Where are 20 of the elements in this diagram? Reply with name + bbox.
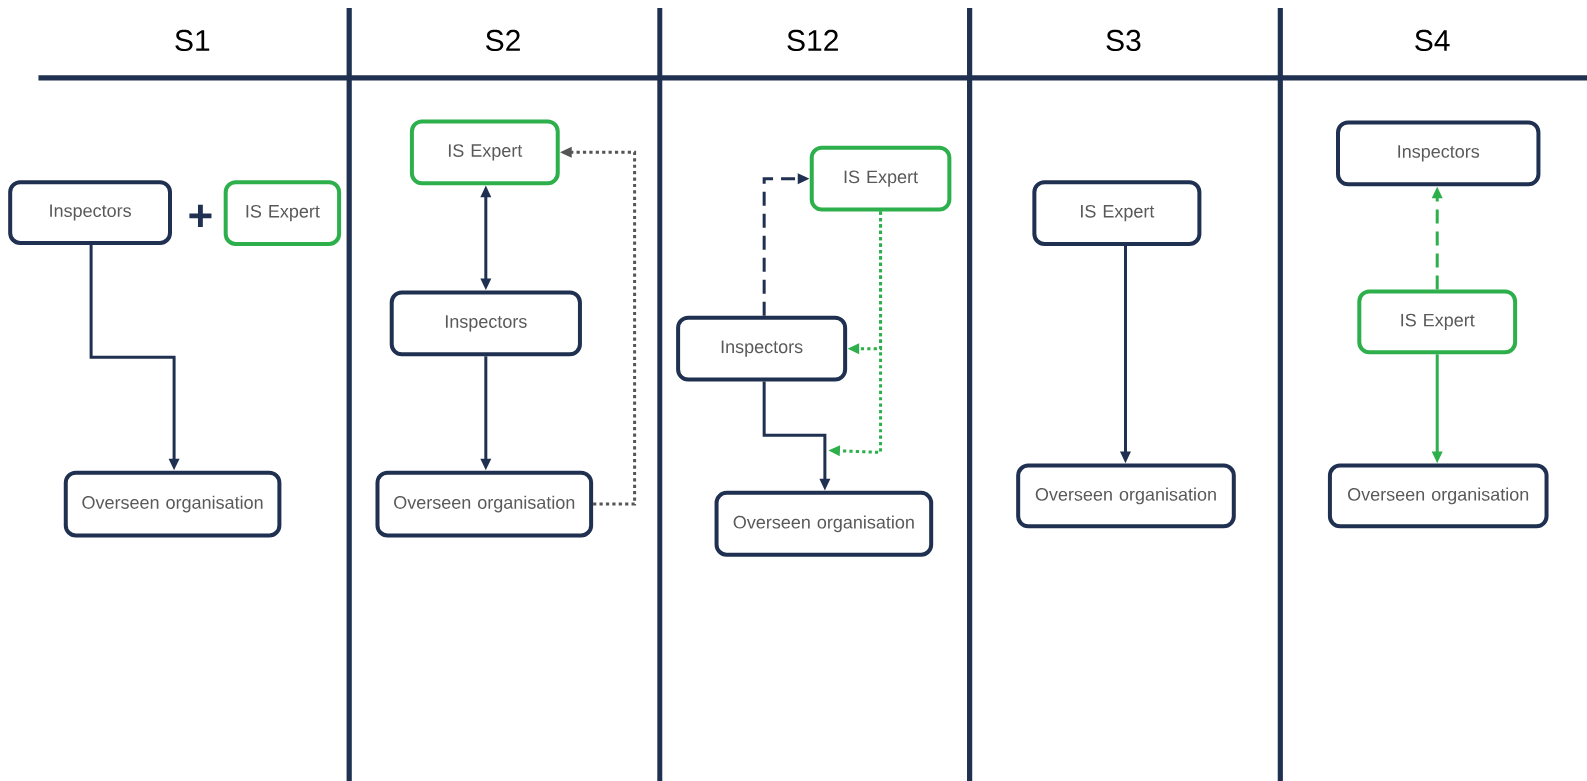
process-box: Overseen organisation [1327,463,1549,529]
column-heading: S1 [175,29,210,51]
plus-sign: + [189,204,212,227]
process-box: Inspectors [389,290,582,357]
expert-box: IS Expert [809,145,952,212]
column-heading: S2 [486,29,520,51]
process-box: Overseen organisation [714,490,934,557]
process-box: IS Expert [1032,179,1202,246]
process-box: Inspectors [676,315,848,382]
process-box: Inspectors [1336,120,1541,187]
expert-box: IS Expert [409,119,560,186]
column-heading: S3 [1106,29,1141,51]
process-box: Overseen organisation [1016,463,1236,529]
expert-box: IS Expert [1357,289,1518,355]
column-heading: S12 [787,29,838,51]
process-box: Overseen organisation [375,470,594,538]
process-box: Overseen organisation [63,470,282,538]
expert-box: IS Expert [223,179,342,246]
column-heading: S4 [1415,29,1450,51]
process-box: Inspectors [8,179,172,245]
